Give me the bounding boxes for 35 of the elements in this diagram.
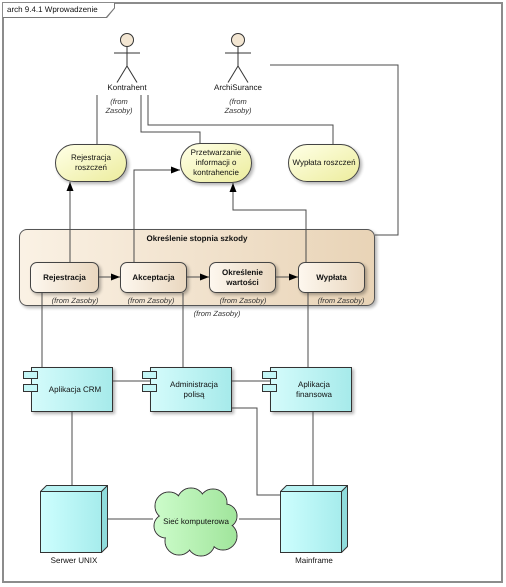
- connector-line: [232, 408, 280, 496]
- network-label: Sieć komputerowa: [163, 516, 229, 526]
- arrow: [230, 182, 306, 262]
- business-process: Wypłata roszczeń: [288, 144, 360, 182]
- connector-line: [312, 412, 314, 486]
- device-label: Mainframe: [295, 556, 333, 566]
- actor-name: Kontrahent: [107, 83, 147, 93]
- device-label: Serwer UNIX: [50, 556, 98, 566]
- connector-line: [108, 518, 154, 520]
- process-group: [19, 229, 375, 306]
- arrow: [186, 274, 210, 280]
- process-step: Wypłata: [298, 262, 365, 293]
- connector-line: [232, 380, 270, 382]
- component-label: Administracja polisą: [168, 380, 219, 400]
- arrow: [66, 182, 74, 262]
- process-step: Akceptacja: [120, 262, 187, 293]
- connector-line: [238, 518, 280, 520]
- actor-name: ArchiSurance: [214, 83, 262, 93]
- connector-line: [270, 64, 398, 236]
- group-title: Określenie stopnia szkody: [146, 234, 248, 244]
- process-step: Rejestracja: [30, 262, 99, 293]
- component-label: Aplikacja CRM: [48, 384, 102, 394]
- diagram-title: arch 9.4.1 Wprowadzenie: [3, 3, 115, 18]
- connector-line: [148, 94, 334, 144]
- process-step: Określenie wartości: [209, 262, 276, 293]
- arrow: [98, 274, 120, 280]
- business-process: Rejestracja roszczeń: [55, 144, 127, 182]
- component-label: Aplikacja finansowa: [294, 380, 334, 400]
- business-process: Przetwarzanie informacji o kontrahencie: [180, 143, 252, 183]
- connector-line: [140, 94, 200, 144]
- arrow: [276, 274, 298, 280]
- connector-line: [112, 380, 150, 382]
- arrow: [134, 166, 180, 262]
- connector-line: [96, 94, 98, 144]
- connector-line: [182, 292, 184, 368]
